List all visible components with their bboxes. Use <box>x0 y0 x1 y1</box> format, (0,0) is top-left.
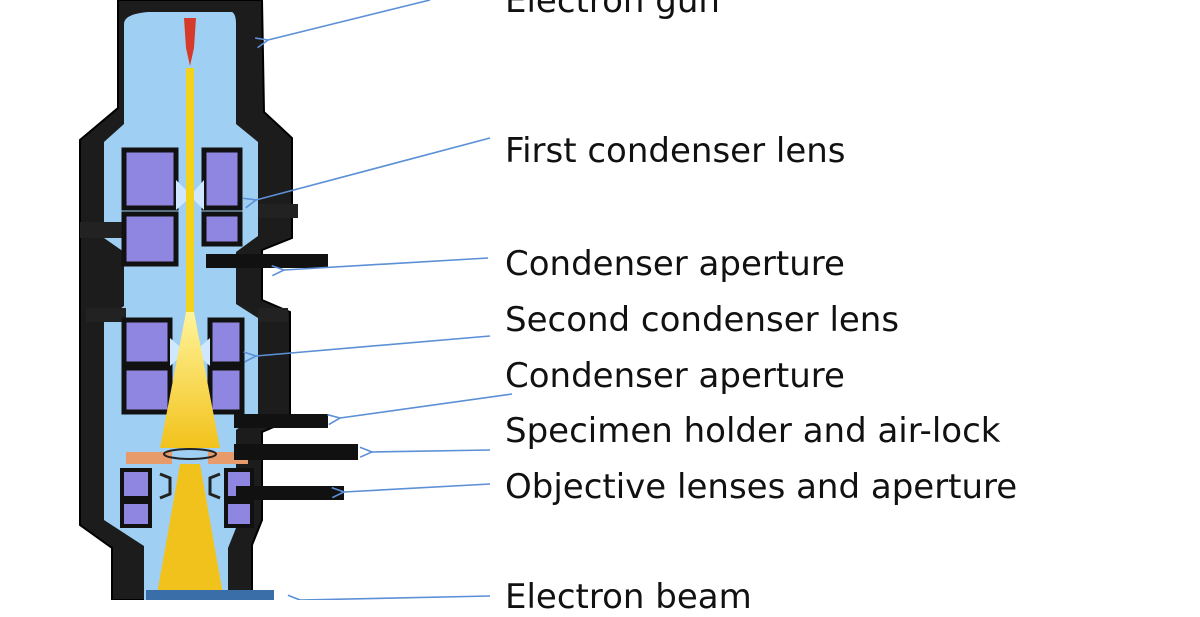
condenser-aperture-bar-2 <box>234 414 328 428</box>
arrow-condenser-aperture-2 <box>340 393 513 418</box>
beam-cone-lower <box>156 464 224 600</box>
condenser-aperture-bar-1 <box>206 254 328 268</box>
label-condenser-aperture-1: Condenser aperture <box>505 244 845 284</box>
arrow-second-condenser <box>256 335 491 356</box>
objective-aperture-bar <box>236 486 344 500</box>
arrow-electron-gun <box>268 0 431 40</box>
right-flange-mid <box>258 308 288 322</box>
label-second-condenser-lens: Second condenser lens <box>505 300 900 340</box>
airlock-bar <box>234 444 358 460</box>
beam-cone-mid <box>160 312 220 448</box>
label-specimen-holder: Specimen holder and air-lock <box>505 411 1001 451</box>
label-objective-lenses: Objective lenses and aperture <box>505 467 1018 507</box>
electron-gun-tip <box>184 18 196 66</box>
label-electron-gun: Electron gun <box>505 0 720 21</box>
right-flange-upper <box>258 204 298 218</box>
arrow-condenser-aperture-1 <box>284 257 489 270</box>
bottom-ring <box>146 590 274 600</box>
objective-lenses <box>120 468 254 528</box>
first-condenser-lens <box>121 147 243 267</box>
tem-cross-section-diagram <box>79 0 513 600</box>
label-first-condenser-lens: First condenser lens <box>505 131 846 171</box>
second-condenser-lens <box>121 317 245 415</box>
label-arrows <box>256 0 513 600</box>
arrow-objective-lenses <box>344 483 491 492</box>
arrow-specimen-holder <box>372 450 491 452</box>
left-flange-mid <box>86 308 126 322</box>
label-electron-beam: Electron beam <box>505 577 752 617</box>
beam-upper <box>186 68 194 312</box>
arrow-first-condenser <box>256 137 491 200</box>
label-condenser-aperture-2: Condenser aperture <box>505 356 845 396</box>
arrow-electron-beam <box>300 596 491 600</box>
specimen-holder <box>126 448 248 464</box>
left-flange-upper <box>80 222 126 238</box>
